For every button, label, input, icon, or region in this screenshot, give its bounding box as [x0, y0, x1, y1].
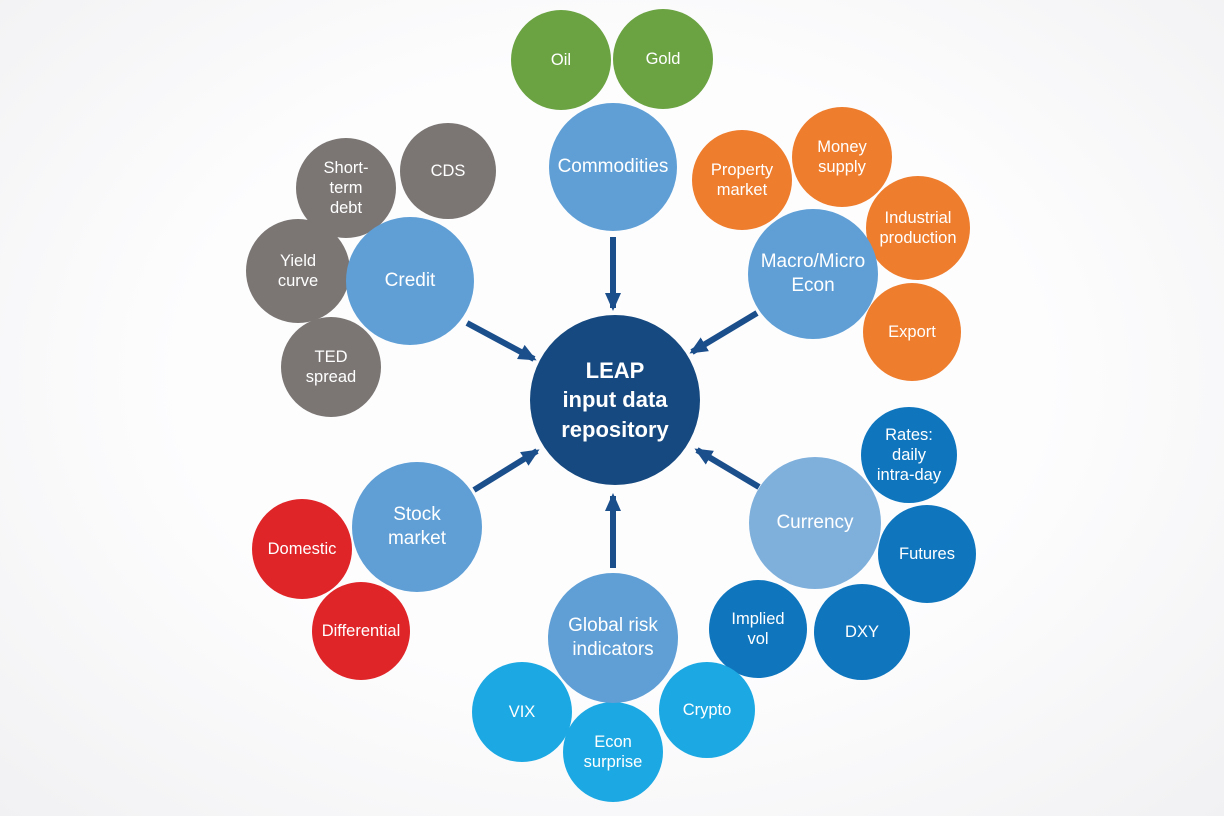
node-domestic: Domestic: [252, 499, 352, 599]
node-vix: VIX: [472, 662, 572, 762]
node-property-market: Property market: [692, 130, 792, 230]
node-dxy: DXY: [814, 584, 910, 680]
node-short-term-debt: Short- term debt: [296, 138, 396, 238]
node-credit: Credit: [346, 217, 474, 345]
node-stock-market: Stock market: [352, 462, 482, 592]
node-yield-curve: Yield curve: [246, 219, 350, 323]
node-gold: Gold: [613, 9, 713, 109]
arrow-currency-to-hub: [694, 447, 761, 490]
node-econ-surprise: Econ surprise: [563, 702, 663, 802]
node-money-supply: Money supply: [792, 107, 892, 207]
node-macro-micro-econ: Macro/Micro Econ: [748, 209, 878, 339]
node-futures: Futures: [878, 505, 976, 603]
node-ted-spread: TED spread: [281, 317, 381, 417]
node-industrial-production: Industrial production: [866, 176, 970, 280]
node-leap-input-data-repository: LEAP input data repository: [530, 315, 700, 485]
arrow-macro-to-hub: [689, 310, 759, 355]
node-commodities: Commodities: [549, 103, 677, 231]
node-oil: Oil: [511, 10, 611, 110]
node-currency: Currency: [749, 457, 881, 589]
node-export: Export: [863, 283, 961, 381]
node-crypto: Crypto: [659, 662, 755, 758]
node-cds: CDS: [400, 123, 496, 219]
arrow-stock-to-hub: [472, 448, 540, 493]
node-global-risk-indicators: Global risk indicators: [548, 573, 678, 703]
node-differential: Differential: [312, 582, 410, 680]
node-implied-vol: Implied vol: [709, 580, 807, 678]
node-rates-daily-intraday: Rates: daily intra-day: [861, 407, 957, 503]
arrow-credit-to-hub: [465, 320, 537, 362]
